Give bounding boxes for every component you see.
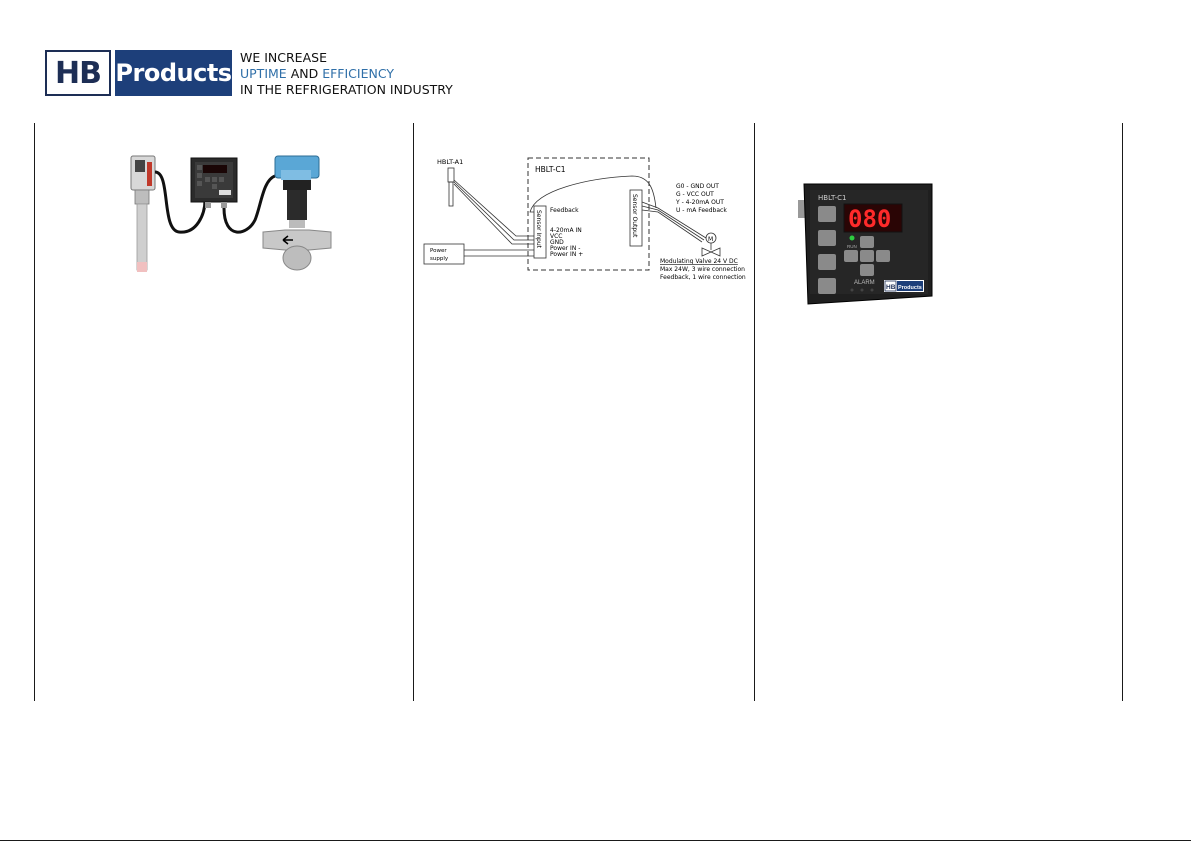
valve-note: Feedback, 1 wire connection	[660, 274, 746, 281]
hb-products-logo: HB Products	[45, 50, 232, 96]
tagline-and: AND	[290, 66, 319, 81]
logo-products-box: Products	[115, 50, 232, 96]
power-supply-line1: Power	[430, 248, 447, 254]
diagram-sensor-input: Sensor Input	[535, 210, 542, 249]
diagram-sensor-output: Sensor Output	[631, 194, 638, 238]
input-term: GND	[550, 239, 564, 246]
column-divider	[754, 123, 755, 701]
controller-model: HBLT-C1	[818, 194, 847, 202]
controller-button	[818, 254, 836, 270]
input-term: 4-20mA IN	[550, 227, 582, 234]
tagline-uptime: UPTIME	[240, 66, 287, 81]
tagline-line-2: UPTIME AND EFFICIENCY	[240, 66, 453, 82]
tagline-line-1: WE INCREASE	[240, 50, 327, 65]
controller-button	[818, 278, 836, 294]
wiring-diagram: HBLT-A1 HBLT-C1 Sensor Input Sensor Outp…	[423, 157, 746, 281]
column-divider	[1122, 123, 1123, 701]
hblt-c1-controller-photo: HBLT-C1 080 RUN ALARM HB Products	[798, 183, 933, 305]
controller-display: 080	[848, 205, 891, 233]
output-term: Y - 4-20mA OUT	[675, 199, 724, 206]
output-term: U - mA Feedback	[676, 207, 727, 214]
power-supply-line2: supply	[430, 256, 449, 262]
controller-box	[527, 157, 650, 271]
diagram-controller-label: HBLT-C1	[535, 165, 566, 174]
run-led	[849, 235, 855, 241]
output-term: G - VCC OUT	[676, 191, 714, 198]
center-button	[860, 250, 874, 262]
badge-products: Products	[898, 285, 922, 291]
output-term: G0 - GND OUT	[676, 183, 719, 190]
column-divider	[413, 123, 414, 701]
tagline-efficiency: EFFICIENCY	[322, 66, 394, 81]
up-button	[860, 236, 874, 248]
valve-note: Max 24W, 3 wire connection	[660, 266, 745, 273]
down-button	[860, 264, 874, 276]
input-term: VCC	[550, 233, 562, 240]
run-label: RUN	[847, 244, 857, 249]
level-control-system-photo	[130, 155, 332, 272]
enter-button	[844, 250, 858, 262]
motor-letter: M	[708, 236, 713, 243]
controller-button	[818, 206, 836, 222]
column-divider	[34, 123, 35, 701]
input-term: Power IN -	[550, 245, 580, 252]
tagline-line-3: IN THE REFRIGERATION INDUSTRY	[240, 82, 453, 97]
valve-title: Modulating Valve 24 V DC	[660, 258, 738, 265]
footer-links	[136, 777, 366, 791]
right-button	[876, 250, 890, 262]
diagram-feedback-label: Feedback	[550, 207, 579, 214]
input-term: Power IN +	[550, 251, 583, 258]
valve-icon	[701, 247, 721, 257]
diagram-sensor-label: HBLT-A1	[437, 158, 463, 166]
badge-hb: HB	[886, 284, 896, 291]
logo-hb-box: HB	[45, 50, 111, 96]
controller-button	[818, 230, 836, 246]
company-tagline: WE INCREASE UPTIME AND EFFICIENCY IN THE…	[240, 50, 453, 98]
alarm-label: ALARM	[854, 280, 875, 286]
